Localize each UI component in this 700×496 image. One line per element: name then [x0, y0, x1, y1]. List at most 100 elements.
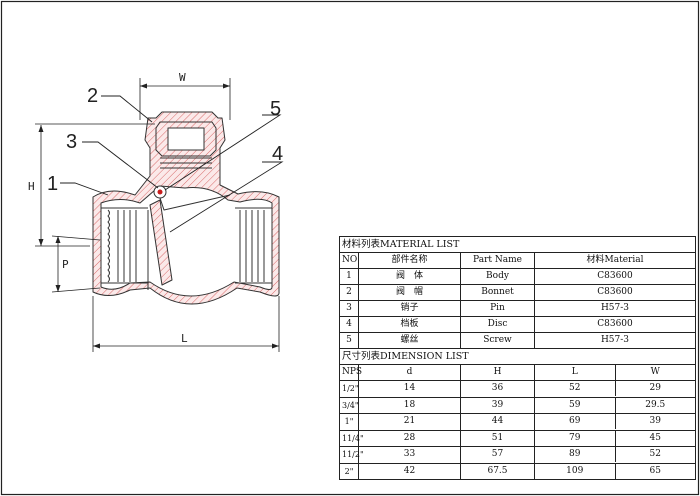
dimension-row: 11/2" 33 57 89 52: [339, 446, 696, 464]
dimension-h: 44: [460, 413, 535, 431]
material-header-material: 材料Material: [534, 252, 696, 269]
material-row: 3 销子 Pin H57-3: [339, 300, 696, 317]
dimension-d: 14: [358, 380, 461, 398]
dimension-l: 89: [535, 447, 616, 463]
dimension-header-nps: NPS: [339, 364, 362, 381]
material-row: 4 档板 Disc C83600: [339, 316, 696, 333]
material-header-part-cn: 部件名称: [358, 252, 461, 269]
dimension-d: 33: [358, 446, 461, 464]
material-header-no: NO: [339, 252, 359, 269]
material-no: 3: [339, 300, 359, 317]
dimension-h: 67.5: [460, 462, 535, 480]
material-row: 5 螺丝 Screw H57-3: [339, 332, 696, 349]
dimension-w: 52: [649, 449, 661, 460]
dim-l-label: L: [181, 332, 188, 345]
left-thread: [101, 207, 148, 284]
dimension-l-w: 79 45: [534, 429, 696, 447]
dimension-nps: 1": [339, 413, 359, 431]
material-row: 2 阀 帽 Bonnet C83600: [339, 284, 696, 301]
material-part-name: Disc: [460, 316, 535, 333]
dimension-l: 69: [535, 414, 616, 430]
bonnet-core: [167, 127, 205, 151]
dimension-h: 36: [460, 380, 535, 398]
dimension-nps: 1/2": [339, 380, 359, 398]
dimension-l-w: 52 29: [534, 380, 696, 398]
dimension-nps: 2": [339, 462, 359, 480]
material-list-title: 材料列表MATERIAL LIST: [339, 236, 696, 253]
dimension-header-d: d: [358, 364, 461, 381]
dimension-h: 51: [460, 429, 535, 447]
material-header-row: NO 部件名称 Part Name 材料Material: [339, 252, 696, 269]
dimension-d: 18: [358, 396, 461, 414]
dimension-w: 29: [649, 383, 661, 394]
dim-h-label: H: [28, 180, 35, 193]
callout-leaders: [60, 95, 284, 233]
dimension-lines: [35, 78, 280, 352]
material-part-cn: 阀 帽: [358, 284, 461, 301]
material-row: 1 阀 体 Body C83600: [339, 268, 696, 285]
dimension-d: 28: [358, 429, 461, 447]
dimension-nps: 11/2": [339, 446, 364, 464]
dimension-nps: 3/4": [339, 396, 359, 414]
dimension-h: 57: [460, 446, 535, 464]
callout-3: 3: [66, 131, 77, 153]
dimension-list-title: 尺寸列表DIMENSION LIST: [339, 348, 696, 365]
dimension-row: 1/2" 14 36 52 29: [339, 380, 696, 398]
dimension-header-l-w: L W: [534, 364, 696, 381]
dimension-w: 65: [649, 465, 661, 476]
material-material: C83600: [534, 284, 696, 301]
material-header-part-name: Part Name: [460, 252, 535, 269]
dimension-h: 39: [460, 396, 535, 414]
material-part-name: Screw: [460, 332, 535, 349]
dimension-l: 59: [535, 397, 616, 413]
material-material: H57-3: [534, 300, 696, 317]
callout-1: 1: [47, 173, 58, 195]
dimension-l-w: 59 29.5: [534, 396, 696, 414]
right-thread: [235, 207, 272, 284]
material-part-name: Pin: [460, 300, 535, 317]
material-no: 1: [339, 268, 359, 285]
dimension-w: 29.5: [645, 399, 666, 410]
dimension-header-w: W: [650, 367, 660, 377]
dimension-row: 11/4" 28 51 79 45: [339, 429, 696, 447]
dimension-l-w: 109 65: [534, 462, 696, 480]
material-no: 2: [339, 284, 359, 301]
disc-arm: [159, 194, 231, 211]
dimension-d: 21: [358, 413, 461, 431]
material-part-cn: 螺丝: [358, 332, 461, 349]
dimension-l: 79: [535, 430, 616, 446]
dimension-row: 1" 21 44 69 39: [339, 413, 696, 431]
pin-center: [157, 189, 163, 195]
material-part-cn: 阀 体: [358, 268, 461, 285]
dimension-d: 42: [358, 462, 461, 480]
bonnet-thread: [160, 157, 212, 169]
dimension-w: 45: [649, 432, 661, 443]
dimension-row: 2" 42 67.5 109 65: [339, 462, 696, 480]
dimension-w: 39: [649, 416, 661, 427]
dimension-header-l: L: [535, 365, 616, 380]
material-no: 5: [339, 332, 359, 349]
parts-table: 材料列表MATERIAL LIST NO 部件名称 Part Name 材料Ma…: [339, 236, 696, 480]
material-material: C83600: [534, 316, 696, 333]
dimension-l: 109: [535, 463, 616, 479]
dimension-row: 3/4" 18 39 59 29.5: [339, 396, 696, 414]
dim-w-label: W: [179, 71, 186, 84]
material-part-name: Bonnet: [460, 284, 535, 301]
disc: [149, 199, 173, 286]
dimension-l-w: 69 39: [534, 413, 696, 431]
material-material: C83600: [534, 268, 696, 285]
material-part-cn: 销子: [358, 300, 461, 317]
material-no: 4: [339, 316, 359, 333]
valve-cross-section: [92, 111, 280, 305]
callout-5: 5: [270, 98, 281, 120]
dimension-l: 52: [535, 381, 616, 397]
dim-p-label: P: [62, 258, 69, 271]
material-part-cn: 档板: [358, 316, 461, 333]
material-material: H57-3: [534, 332, 696, 349]
callout-4: 4: [272, 143, 283, 165]
dimension-l-w: 89 52: [534, 446, 696, 464]
material-part-name: Body: [460, 268, 535, 285]
dimension-nps: 11/4": [339, 429, 364, 447]
